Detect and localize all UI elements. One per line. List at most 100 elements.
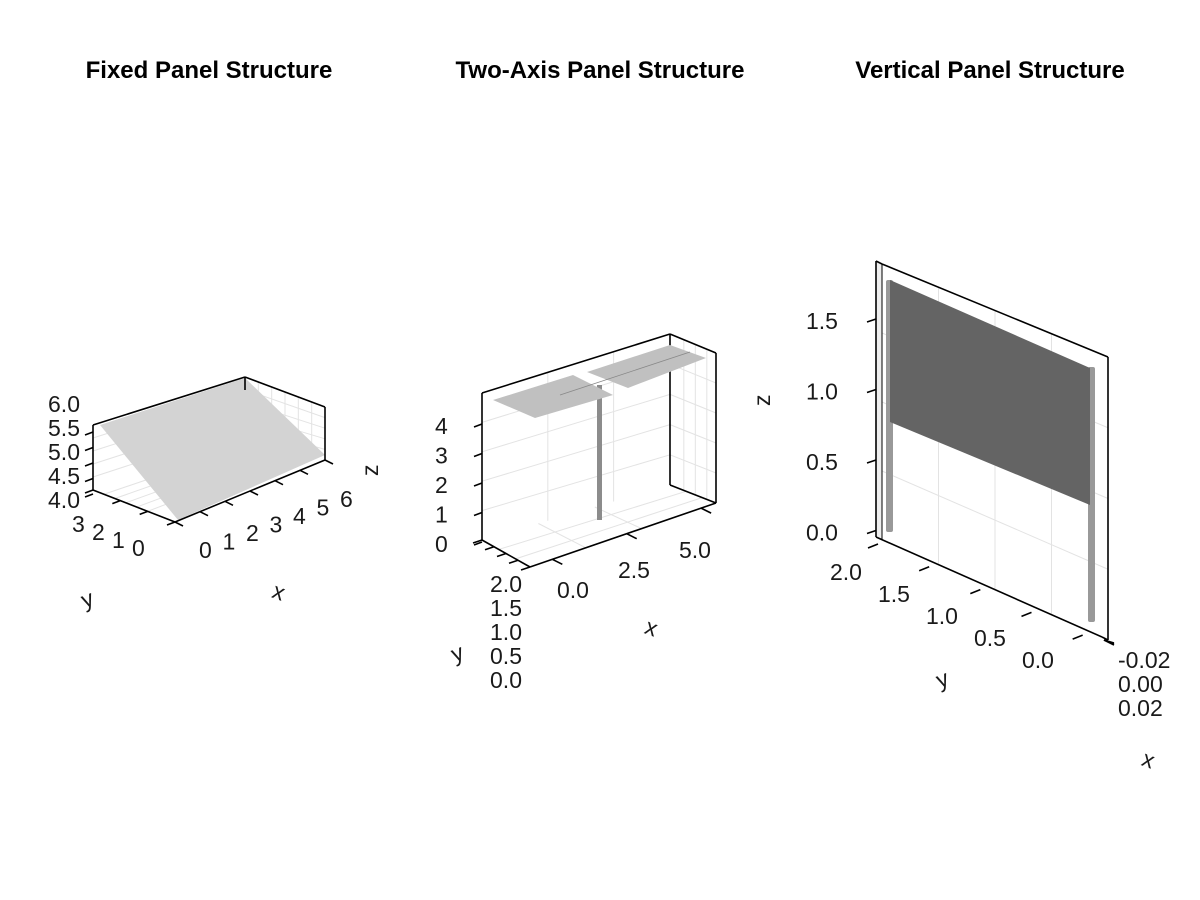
x-axis-label: x — [642, 613, 662, 642]
z-tick-label: 4 — [435, 413, 448, 439]
y-tick-label: 2.0 — [830, 559, 862, 585]
y-tick-label: 0.5 — [490, 643, 522, 669]
y-tick — [112, 499, 121, 505]
x-tick — [174, 521, 184, 527]
y-axis-label: y — [447, 639, 467, 668]
z-tick-label: 0.5 — [806, 449, 838, 475]
panel-surface — [100, 378, 325, 520]
z-tick-label: 5.5 — [48, 415, 80, 441]
x-tick-label: 2 — [246, 520, 259, 546]
z-tick-label: 1.0 — [806, 379, 838, 405]
y-tick — [472, 539, 483, 544]
y-tick — [166, 521, 176, 526]
panel-surface — [890, 280, 1090, 505]
y-tick-label: 0 — [132, 535, 145, 561]
z-tick — [866, 388, 877, 394]
x-tick-label: -0.02 — [1118, 647, 1170, 673]
z-tick — [84, 477, 94, 483]
x-tick-label: 1 — [223, 529, 236, 555]
grid-line — [538, 523, 587, 549]
y-tick-label: 1.0 — [926, 603, 958, 629]
x-tick-label: 0 — [199, 537, 212, 563]
x-tick — [274, 479, 284, 486]
z-tick-label: 1.5 — [806, 308, 838, 334]
x-tick-label: 3 — [270, 512, 283, 538]
z-tick — [866, 318, 877, 323]
z-tick-label: 2 — [435, 472, 448, 498]
z-axis-label: z — [749, 395, 775, 407]
z-axis-label: z — [357, 465, 383, 477]
z-tick — [473, 511, 483, 517]
grid-line — [594, 506, 642, 530]
y-tick — [1072, 634, 1083, 640]
x-tick-label: 0.02 — [1118, 695, 1163, 721]
chart-title: Fixed Panel Structure — [86, 57, 333, 84]
grid-line — [669, 424, 717, 444]
z-tick — [866, 529, 877, 535]
grid-line — [669, 393, 717, 414]
axis-edge — [669, 333, 717, 354]
x-tick — [626, 533, 638, 540]
support-pole — [597, 385, 602, 520]
x-tick — [324, 459, 334, 465]
z-tick-label: 5.0 — [48, 439, 80, 465]
y-tick-label: 1.5 — [490, 595, 522, 621]
z-tick — [84, 446, 94, 452]
panel-surface-left — [493, 375, 613, 418]
z-tick — [84, 462, 94, 467]
x-tick — [1103, 639, 1115, 646]
z-tick-label: 6.0 — [48, 391, 80, 417]
z-tick-label: 4.0 — [48, 487, 80, 513]
y-tick-label: 2.0 — [490, 571, 522, 597]
x-tick — [700, 507, 712, 514]
y-tick — [484, 545, 495, 551]
z-tick — [473, 452, 483, 458]
z-tick-label: 0 — [435, 531, 448, 557]
y-tick — [84, 489, 94, 494]
z-tick — [473, 482, 483, 487]
z-tick-label: 3 — [435, 443, 448, 469]
axis-edge — [875, 260, 883, 265]
axis-edge — [481, 333, 671, 394]
y-tick — [918, 566, 930, 572]
z-tick — [866, 459, 877, 464]
axis-edge — [875, 536, 1103, 638]
x-tick — [299, 469, 309, 476]
x-tick-label: 6 — [340, 486, 353, 512]
grid-line — [481, 454, 671, 512]
axis-edge — [881, 263, 1109, 358]
z-tick-label: 1 — [435, 502, 448, 528]
box-side — [876, 261, 882, 540]
grid-line — [481, 393, 671, 453]
x-axis-label: x — [1139, 745, 1159, 774]
axis-edge — [92, 489, 176, 523]
grid-line — [515, 497, 703, 560]
x-tick — [224, 500, 234, 507]
y-tick — [1021, 611, 1032, 618]
y-tick-label: 0.0 — [490, 667, 522, 693]
y-tick-label: 1 — [112, 527, 125, 553]
y-axis-label: y — [77, 585, 97, 614]
x-axis-label: x — [269, 577, 289, 606]
z-tick — [84, 493, 94, 498]
x-tick-label: 5 — [317, 495, 330, 521]
grid-line — [669, 454, 717, 474]
chart-vertical-panel: Vertical Panel Structure1.51.00.50.02.01… — [806, 57, 1170, 774]
x-tick-label: 0.0 — [557, 577, 589, 603]
grid-line — [481, 424, 671, 482]
x-tick-label: 5.0 — [679, 537, 711, 563]
y-tick-label: 0.5 — [974, 625, 1006, 651]
z-tick — [473, 541, 483, 546]
z-tick — [473, 423, 483, 428]
y-tick — [867, 543, 879, 549]
axis-edge — [92, 376, 246, 426]
y-tick — [520, 566, 531, 571]
chart-two-axis-panel: Two-Axis Panel Structure432102.01.51.00.… — [435, 57, 775, 693]
chart-title: Two-Axis Panel Structure — [456, 57, 745, 84]
y-tick-label: 1.5 — [878, 581, 910, 607]
x-tick-label: 4 — [293, 503, 306, 529]
x-tick-label: 2.5 — [618, 557, 650, 583]
grid-line — [498, 490, 687, 550]
